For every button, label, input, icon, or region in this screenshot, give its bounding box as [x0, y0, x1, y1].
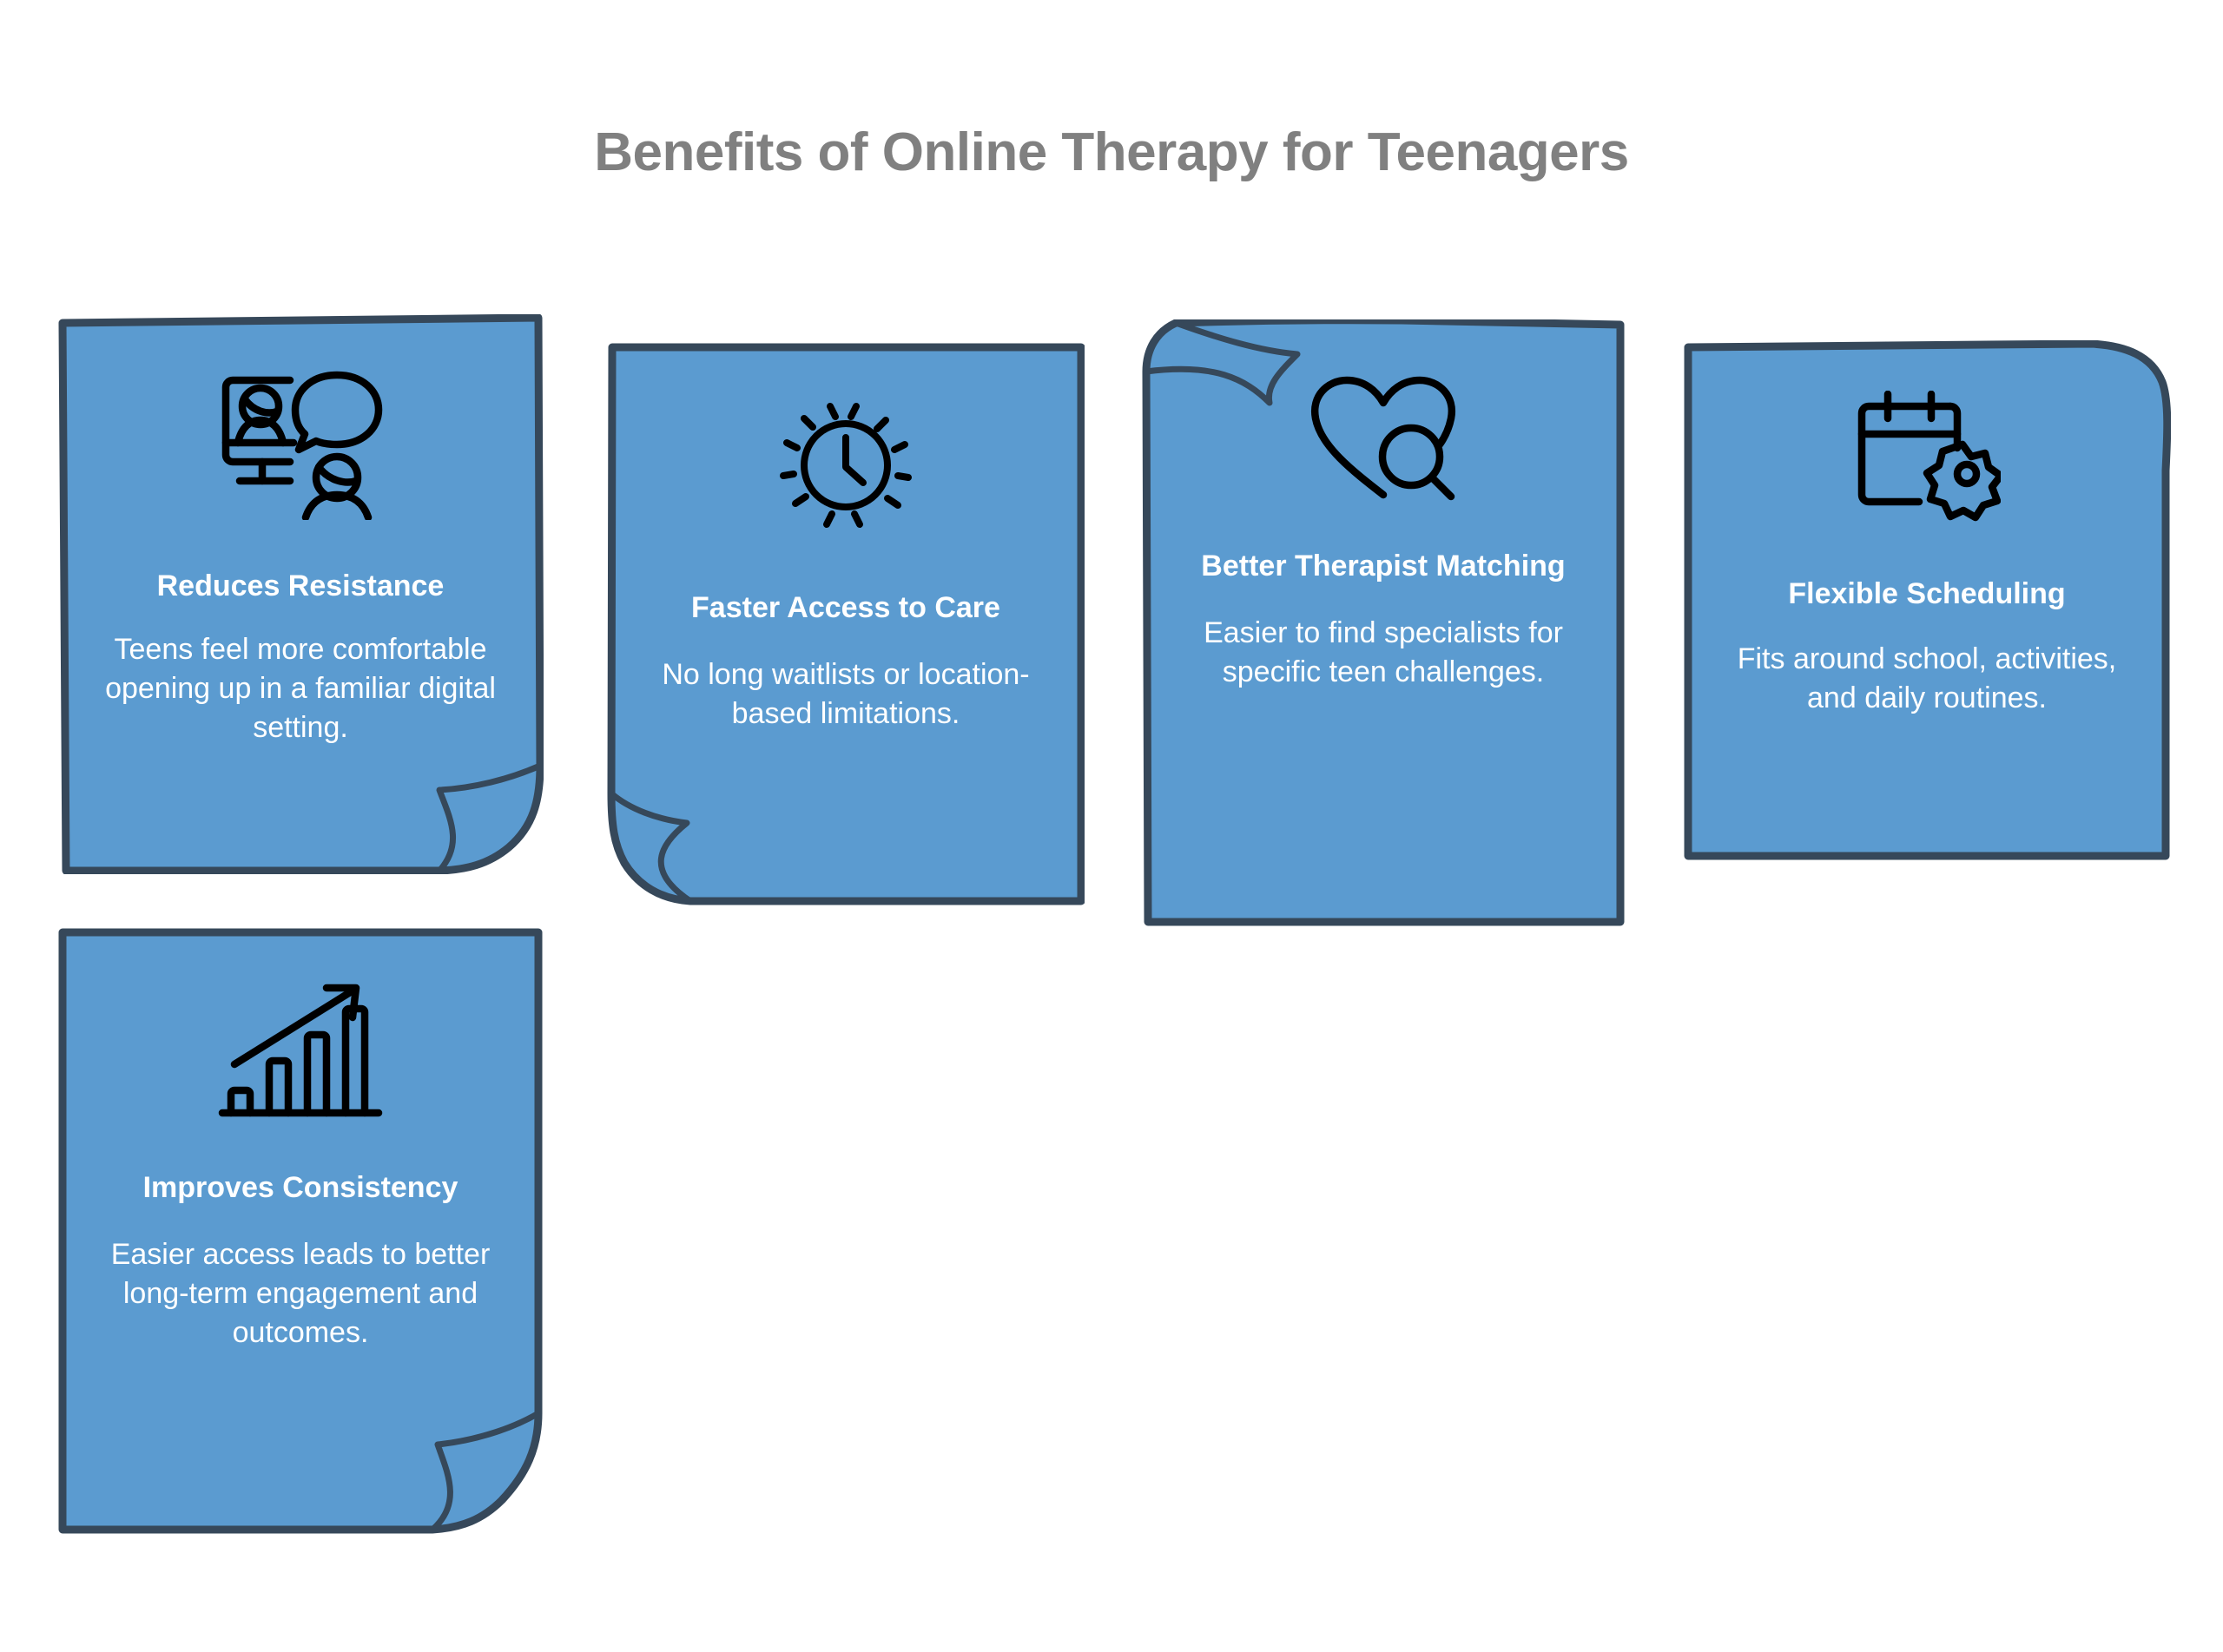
- benefit-card-better-therapist-matching[interactable]: Better Therapist Matching Easier to find…: [1141, 319, 1626, 927]
- heart-search-icon: [1307, 373, 1460, 503]
- card-shape-sketchy: [1684, 340, 2171, 860]
- card-description: No long waitlists or location-based limi…: [662, 658, 1030, 731]
- card-shape-sketchy: [58, 928, 543, 1534]
- card-description: Fits around school, activities, and dail…: [1737, 642, 2117, 715]
- card-title: Better Therapist Matching: [1201, 550, 1566, 582]
- calendar-gear-icon: [1853, 391, 2001, 530]
- page-title: Benefits of Online Therapy for Teenagers: [594, 122, 1629, 182]
- benefit-card-faster-access-to-care[interactable]: Faster Access to Care No long waitlists …: [607, 342, 1085, 906]
- card-shape-sketchy: [1142, 319, 1625, 926]
- card-shape-sketchy: [607, 343, 1085, 905]
- card-description: Easier to find specialists for specific …: [1204, 616, 1563, 689]
- card-shape-sketchy: [58, 314, 544, 874]
- benefit-card-improves-consistency[interactable]: Improves Consistency Easier access leads…: [57, 927, 544, 1535]
- card-title: Flexible Scheduling: [1788, 577, 2066, 610]
- benefit-card-flexible-scheduling[interactable]: Flexible Scheduling Fits around school, …: [1683, 340, 2171, 861]
- card-title: Faster Access to Care: [691, 591, 1000, 624]
- card-title: Reduces Resistance: [156, 569, 445, 602]
- benefit-card-reduces-resistance[interactable]: Reduces Resistance Teens feel more comfo…: [57, 314, 544, 874]
- card-description: Easier access leads to better long-term …: [110, 1238, 491, 1350]
- card-title: Improves Consistency: [142, 1171, 458, 1204]
- card-description: Teens feel more comfortable opening up i…: [105, 633, 496, 745]
- video-call-chat-icon: [214, 368, 387, 520]
- clock-icon: [773, 396, 919, 535]
- growth-chart-icon: [215, 981, 386, 1127]
